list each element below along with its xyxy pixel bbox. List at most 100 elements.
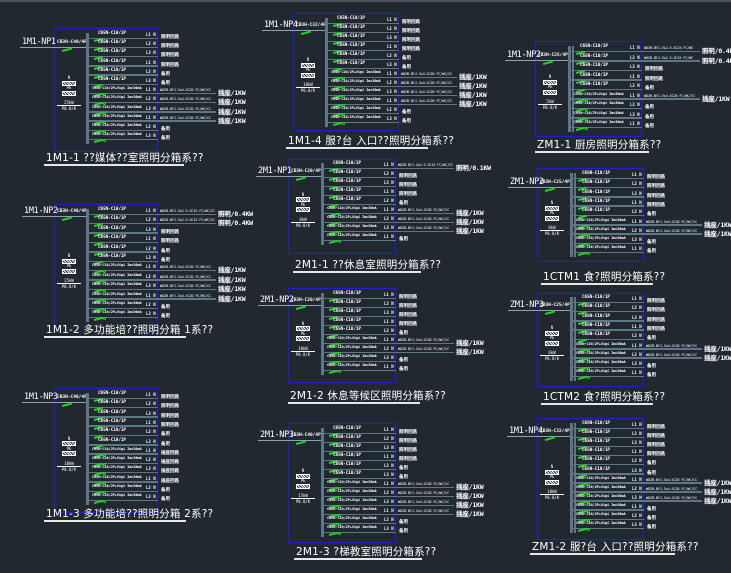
rcd-icon [103, 279, 106, 283]
phase-label: L2 N [146, 217, 156, 223]
panel-frame [288, 423, 396, 543]
cable-spec: WDZB-BYJ-3x2.5-SC15 FC/WC/CC [160, 218, 215, 223]
feeder-line [321, 459, 396, 461]
cable-spec: WDZB-BYJ-3x2.5-SC15 FC/WC/CC [160, 209, 215, 213]
load-power-label: 插座/1KW [456, 227, 484, 235]
feeder-line [325, 67, 399, 69]
feeder-line [570, 427, 644, 429]
phase-label: L1 N [384, 292, 394, 297]
pe-bar-icon [296, 336, 310, 341]
load-label: 备用 [161, 497, 170, 503]
pe-label: PE [549, 210, 555, 215]
circuit-breaker-label: C65N-C16/2P+Vigi Im=30mA [576, 512, 626, 516]
rcd-icon [587, 491, 590, 495]
rcd-icon [338, 514, 341, 517]
panel-title[interactable]: 1CTM2 食?照明分箱系?? [543, 391, 666, 403]
circuit-breaker-label: C65N-C16/2P+Vigi Im=30mA [576, 502, 626, 507]
panel-title[interactable]: 2M1-3 ?梯教室照明分箱系?? [296, 546, 437, 558]
phase-label: L2 N [146, 401, 156, 407]
cable-spec: WDZB-BYJ-3x4-SC20 FC/WC/CC [646, 352, 698, 357]
circuit-breaker-label: C65N-C16/2P+Vigi Im=30mA [92, 465, 142, 470]
phase-label: L3 N [146, 311, 156, 317]
load-power-label: 插座/1KW [218, 116, 246, 125]
main-breaker-label: CB3H-C20/4P [291, 298, 321, 303]
circuit-breaker-label: C65N-C10/1P [98, 235, 126, 241]
panel-title[interactable]: 2M1-1 ??休息室照明分箱系?? [295, 259, 442, 271]
feeder-extension [396, 495, 454, 497]
phase-label: L1 N [387, 98, 397, 103]
demand-factor: P0.8/K [295, 222, 311, 228]
pe-bar-symbol: PE [293, 202, 313, 212]
incoming-label[interactable]: 1M1-NP4 [264, 20, 298, 30]
circuit-breaker-label: C65N-C16/2P+Vigi Im=30mA [92, 282, 142, 287]
feeder-line [325, 22, 399, 24]
load-label: 插座回路 [161, 460, 179, 466]
incoming-label[interactable]: 2M1-NP1 [258, 166, 292, 176]
panel-title[interactable]: 1CTM1 食?照明分箱系?? [543, 271, 666, 283]
feeder-line [86, 111, 158, 113]
circuit-breaker-label: C65N-C10/1P [333, 188, 361, 193]
panel-title[interactable]: 1M1-1 ??媒体??室照明分箱系?? [46, 152, 204, 164]
circuit-breaker-label: C65N-C10/1P [582, 322, 610, 328]
feeder-extension [642, 60, 700, 62]
title-underline [288, 402, 420, 404]
feeder-line [86, 92, 158, 95]
circuit-breaker-label: C65N-C10/1P [582, 448, 610, 454]
feeder-extension [399, 85, 457, 87]
incoming-line [508, 310, 570, 311]
load-label: 备用 [647, 249, 656, 255]
cable-spec: WDZB-BYJ-3x4-SC20 FC/WC/CC [398, 500, 450, 504]
incoming-label[interactable]: 2M1-NP3 [260, 430, 294, 440]
circuit-breaker-label: C65N-C10/1P [582, 189, 610, 195]
panel-title[interactable]: 1M1-3 多功能培??照明分箱 2系?? [46, 508, 214, 520]
title-underline [293, 271, 421, 273]
incoming-label[interactable]: ZM1-NP3 [510, 300, 544, 310]
main-breaker-label: CB3H-C25/4P [538, 53, 568, 58]
incoming-label[interactable]: 1M1-NP2 [507, 50, 541, 60]
incoming-label[interactable]: 1M1-NP2 [24, 206, 58, 216]
incoming-label[interactable]: 1M1-NP3 [24, 392, 58, 402]
cable-spec: WDZB-BYJ-3x4-SC20 FC/WC/CC [398, 208, 450, 212]
load-label: 备用 [161, 488, 170, 493]
circuit-breaker-label: C65N-C16/2P+Vigi Im=30mA [327, 233, 377, 237]
panel-title[interactable]: ZM1-2 服?台 入口??照明分箱系?? [532, 541, 699, 553]
neutral-bar-symbol: N [59, 436, 79, 446]
circuit-breaker-label: C65N-C10/1P [333, 161, 361, 166]
incoming-label[interactable]: ZM1-NP2 [510, 177, 544, 187]
phase-label: L2 N [632, 305, 642, 311]
load-label: 照明回路 [161, 395, 179, 400]
demand-factor: P0.8/K [544, 495, 560, 500]
load-label: 备用 [399, 475, 408, 480]
cable-spec: WDZB-BYJ-3x2.5-SC15 FC/WC [644, 46, 694, 50]
feeder-line [321, 513, 396, 515]
panel-title[interactable]: 2M1-2 休息等候区照明分箱系?? [290, 390, 446, 402]
rcd-icon [587, 367, 590, 371]
feeder-line [86, 425, 158, 427]
panel-title[interactable]: 1M1-2 多功能培??照明分箱 1系?? [46, 324, 214, 336]
incoming-label[interactable]: 1M1-NP4 [509, 426, 543, 436]
circuit-breaker-label: C65N-C16/2P+Vigi Im=30mA [576, 217, 626, 222]
feeder-line [570, 233, 644, 235]
load-power-label: 插座/1KW [702, 94, 730, 103]
feeder-line [321, 522, 396, 524]
incoming-label[interactable]: 2M1-NP2 [260, 295, 294, 305]
panel-title[interactable]: ZM1-1 厨房照明分箱系?? [537, 139, 662, 151]
panel-title[interactable]: 1M1-4 服?台 入口??照明分箱系?? [288, 135, 455, 147]
circuit-breaker-label: C65N-C16/2P+Vigi Im=30mA [327, 480, 377, 484]
phase-label: L3 N [146, 438, 156, 444]
phase-label: L3 N [146, 410, 156, 416]
incoming-label[interactable]: 1M1-NP1 [22, 37, 56, 47]
installed-power: 5kW [538, 99, 562, 105]
circuit-breaker-label: C65N-C16/2P+Vigi Im=30mA [576, 475, 626, 480]
phase-label: L3 N [384, 225, 394, 230]
feeder-extension [399, 103, 457, 105]
circuit-breaker-label: C65N-C16/2P+Vigi Im=30mA [92, 493, 142, 498]
cable-spec: WDZB-BYJ-3x4-SC20 FC/WC/CC [398, 217, 450, 221]
feeder-line [568, 117, 642, 119]
load-label: 备用 [161, 441, 170, 447]
pe-bar-icon [62, 268, 76, 274]
phase-label: L2 N [146, 68, 156, 74]
feeder-line [321, 351, 396, 353]
title-underline [530, 553, 675, 555]
